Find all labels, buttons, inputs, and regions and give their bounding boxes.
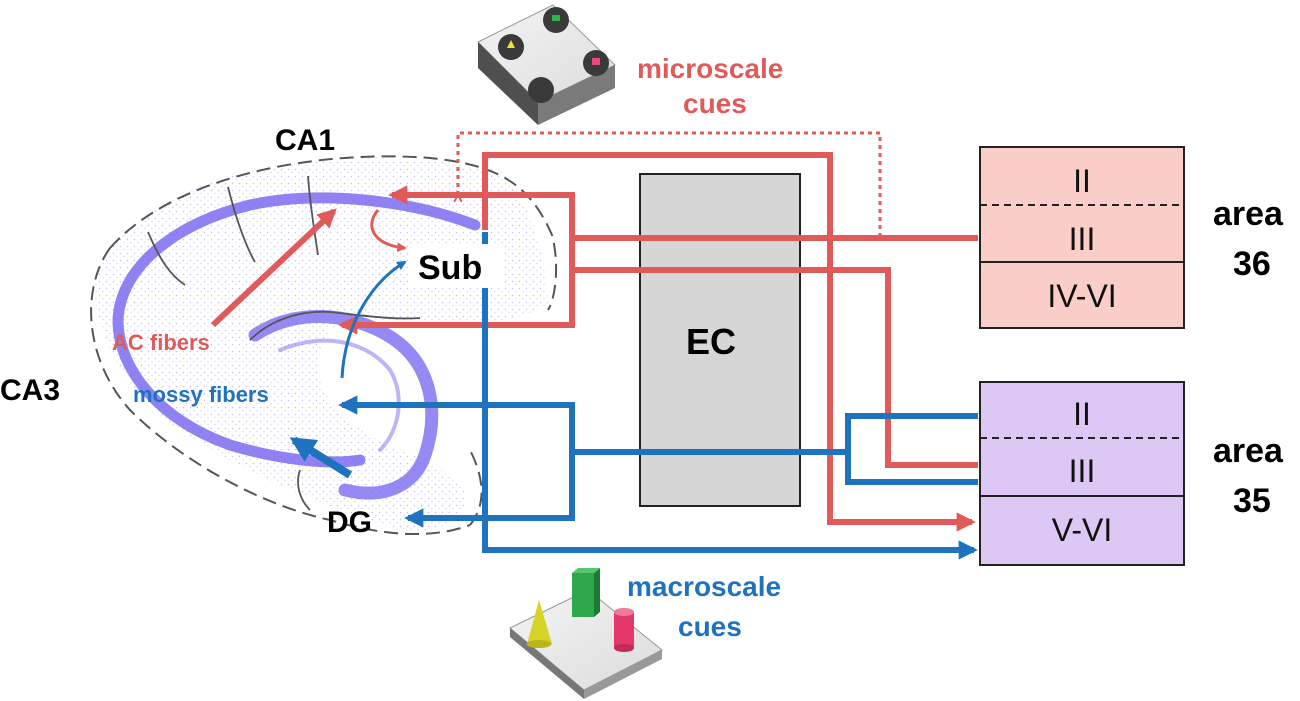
- ec-label: EC: [686, 321, 736, 362]
- blue-area35-layer-II: [845, 413, 978, 485]
- red-pathways: [338, 131, 978, 532]
- microscale-dotted-path: [458, 131, 882, 236]
- macroscale-label-line2: cues: [678, 611, 742, 642]
- area36-layer-III: III: [1069, 221, 1096, 257]
- area36-box: [979, 146, 1185, 329]
- microscale-label-line1: microscale: [637, 53, 783, 84]
- area35-layer-II: II: [1073, 396, 1091, 432]
- ac-fibers-arrow: [210, 208, 337, 328]
- area35-label-line1: area: [1213, 432, 1284, 470]
- blue-pathways: [338, 232, 978, 560]
- ca1-label: CA1: [275, 124, 335, 157]
- dg-label: DG: [327, 506, 372, 539]
- area35-layer-V-VI: V-VI: [1052, 512, 1112, 548]
- blue-to-dg: [404, 452, 575, 528]
- ca3-label: CA3: [0, 374, 60, 407]
- area35-label-line2: 35: [1233, 482, 1271, 520]
- area36-layer-II: II: [1073, 163, 1091, 199]
- sub-label: Sub: [418, 249, 482, 287]
- blue-to-ca3: [338, 395, 575, 452]
- arena-with-cone-block-cylinder-icon: [509, 568, 663, 699]
- microscale-label-line2: cues: [683, 88, 747, 119]
- macroscale-label-line1: macroscale: [627, 571, 781, 602]
- red-loop-to-area35-deep: [482, 152, 976, 532]
- area36-label-line2: 36: [1233, 245, 1271, 283]
- area36-layer-IV-VI: IV-VI: [1047, 278, 1116, 314]
- mossy-fibers-curved-arrow: [340, 260, 407, 379]
- area36-label-line1: area: [1213, 195, 1284, 233]
- area35-layer-III: III: [1069, 453, 1096, 489]
- ca1-to-sub-arrow: [370, 209, 407, 253]
- ac-fibers-label: AC fibers: [112, 330, 210, 355]
- dg-to-ca3-arrow: [289, 436, 353, 479]
- red-to-area35-III: [572, 267, 978, 468]
- red-area36-to-ca1: [388, 185, 978, 241]
- mossy-fibers-label: mossy fibers: [133, 382, 269, 407]
- blue-to-area35-deep: [482, 232, 978, 560]
- arena-with-four-wells-icon: [477, 4, 616, 125]
- area35-box: [979, 381, 1185, 566]
- sub-label-background: [408, 244, 504, 288]
